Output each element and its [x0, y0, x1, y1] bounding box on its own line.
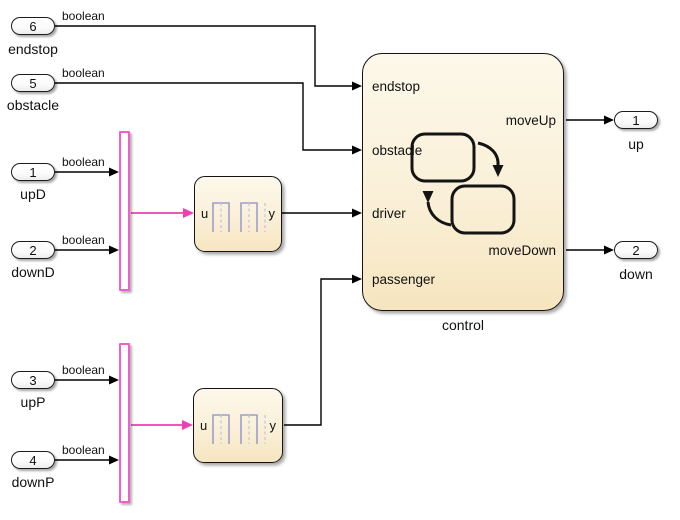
inport-label-downP: downP: [11, 474, 55, 490]
wire-debounce1-to-chart-driver[interactable]: [282, 208, 362, 218]
chart-input-label-obstacle: obstacle: [372, 143, 423, 158]
inport-block-downP[interactable]: 4: [11, 451, 55, 469]
signal-annotation-downP: boolean: [62, 443, 105, 457]
wire-downP-to-mux2[interactable]: [55, 455, 119, 465]
debounce-input-label: u: [201, 206, 209, 221]
debounce-block-driver[interactable]: u y: [194, 176, 282, 252]
inport-block-obstacle[interactable]: 5: [11, 74, 55, 92]
debounce-block-passenger[interactable]: u y: [193, 388, 283, 463]
wire-downD-to-mux1[interactable]: [55, 245, 119, 255]
outport-block-down[interactable]: 2: [614, 241, 658, 259]
wire-endstop-to-chart[interactable]: [55, 25, 362, 91]
inport-label-obstacle: obstacle: [6, 97, 60, 113]
stateflow-chart-block-control[interactable]: endstop obstacle driver passenger moveUp…: [362, 53, 564, 311]
mux-block-driver[interactable]: [119, 131, 130, 291]
signal-annotation-downD: boolean: [62, 233, 105, 247]
outport-block-up[interactable]: 1: [614, 111, 658, 129]
stateflow-chart-icon: [410, 132, 516, 235]
wire-mux2-to-debounce2-vector[interactable]: [131, 420, 193, 430]
debounce-output-label: y: [269, 417, 277, 433]
outport-label-up: up: [628, 136, 644, 152]
mux-block-passenger[interactable]: [119, 343, 130, 503]
wire-mux1-to-debounce1-vector[interactable]: [131, 208, 194, 218]
inport-label-endstop: endstop: [8, 41, 58, 57]
signal-annotation-upD: boolean: [62, 155, 105, 169]
signal-annotation-endstop: boolean: [62, 9, 105, 23]
inport-label-downD: downD: [11, 264, 55, 280]
debounce-wave-icon: [212, 202, 266, 232]
inport-block-downD[interactable]: 2: [11, 241, 55, 259]
debounce-wave-icon: [212, 414, 266, 444]
debounce-output-label: y: [268, 206, 276, 221]
chart-name-label: control: [441, 317, 485, 333]
chart-input-label-driver: driver: [372, 206, 406, 221]
wire-moveDown-to-down[interactable]: [566, 245, 614, 255]
inport-block-endstop[interactable]: 6: [11, 17, 55, 35]
chart-output-label-moveDown: moveDown: [488, 243, 556, 258]
inport-label-upD: upD: [20, 186, 46, 202]
chart-input-label-passenger: passenger: [372, 272, 436, 287]
debounce-input-label: u: [200, 417, 208, 433]
wire-moveUp-to-up[interactable]: [566, 115, 614, 125]
wire-upP-to-mux2[interactable]: [55, 375, 119, 385]
signal-annotation-upP: boolean: [62, 363, 105, 377]
signal-annotation-obstacle: boolean: [62, 66, 105, 80]
chart-output-label-moveUp: moveUp: [505, 113, 556, 128]
wire-debounce2-to-chart-passenger[interactable]: [284, 274, 362, 426]
chart-input-label-endstop: endstop: [372, 79, 421, 94]
wire-upD-to-mux1[interactable]: [55, 167, 119, 177]
wire-obstacle-to-chart[interactable]: [55, 82, 362, 155]
inport-block-upP[interactable]: 3: [11, 371, 55, 389]
inport-label-upP: upP: [20, 394, 46, 410]
inport-block-upD[interactable]: 1: [11, 163, 55, 181]
outport-label-down: down: [619, 266, 653, 282]
